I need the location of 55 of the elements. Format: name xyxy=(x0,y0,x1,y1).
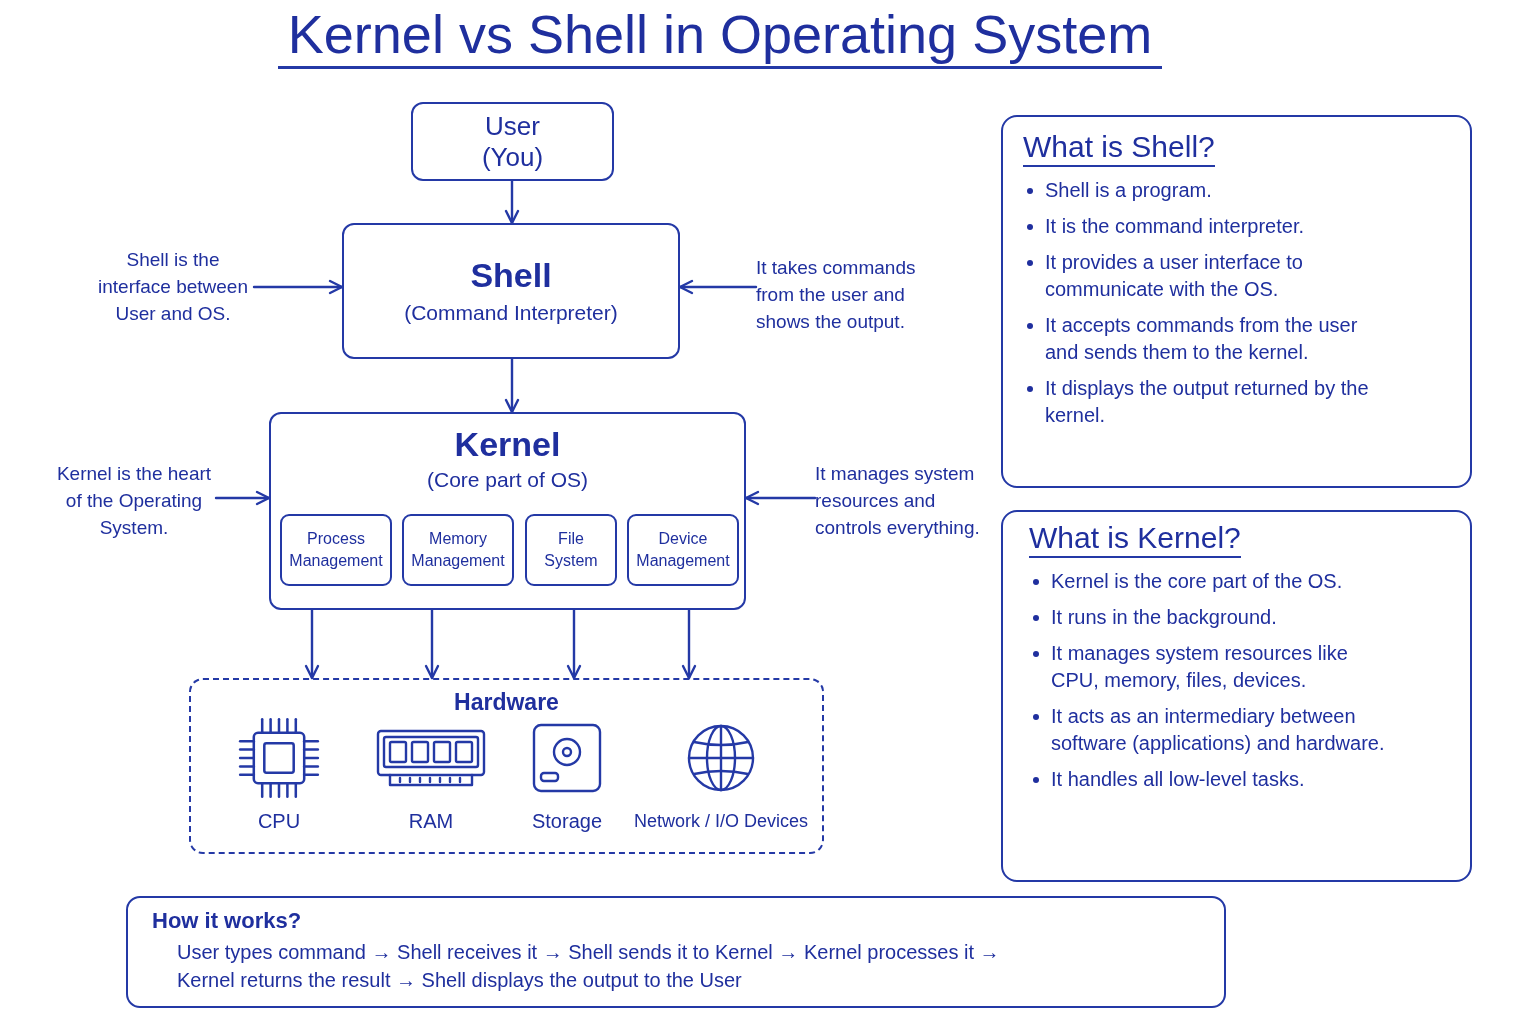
panel-heading: How it works? xyxy=(152,907,302,935)
bullet-text: It displays the output returned by the kernel. xyxy=(1045,376,1370,428)
bullet-text: It provides a user interface to communicate with the OS. xyxy=(1045,250,1304,302)
bullet-text: It is the command interpreter. xyxy=(1045,214,1305,239)
module-box xyxy=(627,514,739,586)
title: Kernel vs Shell in Operating System xyxy=(278,4,1162,69)
bullet-text: It manages system resources like CPU, memory, files, devices. xyxy=(1051,641,1349,693)
module-label: Device Management xyxy=(635,529,731,571)
flow-text: User types command → Shell receives it → Shell sends it to Kernel → Kernel processes it → Kernel returns the result → Shell displays the output to the User xyxy=(177,940,1001,993)
arrow xyxy=(424,608,440,680)
module-box xyxy=(280,514,392,586)
arrow xyxy=(304,608,320,680)
icon-caption: Network / I/O Devices xyxy=(633,810,808,833)
arrow xyxy=(681,608,697,680)
bullet-text: Shell is a program. xyxy=(1045,178,1213,203)
bullet-text: It accepts commands from the user and sends them to the kernel. xyxy=(1045,313,1359,365)
subtitle-text: (Core part of OS) xyxy=(426,467,589,493)
heading-text: Kernel xyxy=(454,424,561,464)
module-box xyxy=(525,514,617,586)
icon-caption: CPU xyxy=(257,809,301,834)
process-box xyxy=(411,102,614,181)
panel-heading: What is Shell? xyxy=(1023,129,1215,167)
annotation-text: Shell is the interface between User and OS. xyxy=(92,246,254,327)
subtitle-text: (Command Interpreter) xyxy=(404,300,618,326)
arrow xyxy=(252,279,344,295)
annotation-text: It manages system resources and controls everything. xyxy=(815,460,995,541)
module-box xyxy=(402,514,514,586)
process-box xyxy=(342,223,680,359)
annotation-text: It takes commands from the user and shows the output. xyxy=(756,254,938,335)
module-label: Memory Management xyxy=(410,529,506,571)
heading-text: Shell xyxy=(470,255,552,295)
subtitle-text: (You) xyxy=(481,141,544,173)
process-box xyxy=(269,412,746,610)
panel-heading: What is Kernel? xyxy=(1029,520,1241,558)
dashed-group-box xyxy=(189,678,824,854)
arrow xyxy=(504,357,520,414)
bullet-text: Kernel is the core part of the OS. xyxy=(1051,569,1344,594)
icon-caption: RAM xyxy=(408,809,454,834)
module-label: Process Management xyxy=(288,529,384,571)
bullet-text: It handles all low-level tasks. xyxy=(1051,767,1306,792)
summary-panel xyxy=(126,896,1226,1008)
arrow xyxy=(214,490,271,506)
bullet-text: It acts as an intermediary between software (applications) and hardware. xyxy=(1051,704,1386,756)
group-label: Hardware xyxy=(454,688,559,716)
icon-caption: Storage xyxy=(531,809,603,834)
heading-text: User xyxy=(485,110,540,142)
annotation-text: Kernel is the heart of the Operating System. xyxy=(52,460,216,541)
info-panel xyxy=(1001,510,1472,882)
module-label: File System xyxy=(543,529,599,571)
arrow xyxy=(504,179,520,225)
bullet-text: It runs in the background. xyxy=(1051,605,1278,630)
info-panel xyxy=(1001,115,1472,488)
arrow xyxy=(744,490,817,506)
arrow xyxy=(678,279,758,295)
arrow xyxy=(566,608,582,680)
